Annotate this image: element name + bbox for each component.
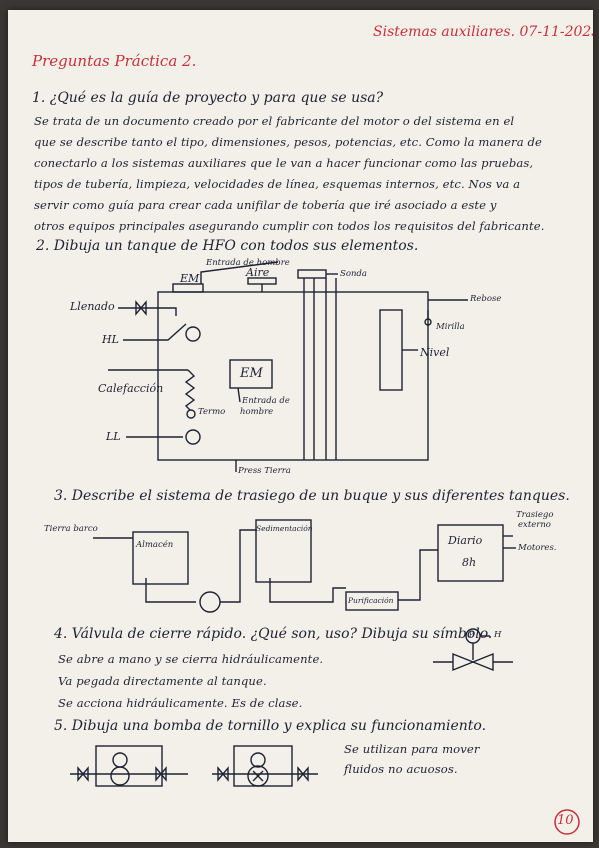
label-transfer-1: Trasiego <box>516 510 554 520</box>
answer-1-line-3: conectarlo a los sistemas auxiliares que… <box>34 156 534 170</box>
question-2: 2. Dibuja un tanque de HFO con todos sus… <box>36 238 419 254</box>
transfer-pump <box>199 591 221 613</box>
screw-pump-drawing-1 <box>70 745 188 787</box>
answer-1-line-2: que se describe tanto el tipo, dimension… <box>34 135 542 149</box>
question-4: 4. Válvula de cierre rápido. ¿Qué son, u… <box>54 626 493 642</box>
hfo-tank-drawing <box>108 261 468 472</box>
question-1: 1. ¿Qué es la guía de proyecto y para qu… <box>32 90 384 106</box>
answer-4-line-1: Se abre a mano y se cierra hidráulicamen… <box>58 652 324 666</box>
label-ll: LL <box>106 430 121 443</box>
label-purifier: Purificación <box>348 596 394 605</box>
notebook-page: Sistemas auxiliares. 07-11-2023 Pregunta… <box>8 10 593 842</box>
practice-title: Preguntas Práctica 2. <box>32 52 197 70</box>
label-heating: Calefacción <box>98 382 164 395</box>
grade-mark: 10 <box>557 813 574 828</box>
manhole-mid <box>229 359 273 389</box>
label-manhole-mid-2: hombre <box>240 407 274 417</box>
purifier <box>345 591 399 611</box>
filling-valve <box>135 300 147 316</box>
label-shore-ship: Tierra barco <box>44 524 98 534</box>
page-header-title: Sistemas auxiliares. 07-11-2023 <box>373 24 593 40</box>
day-tank <box>437 524 504 582</box>
answer-1-line-4: tipos de tubería, limpieza, velocidades … <box>34 177 521 191</box>
transfer-system-drawing <box>93 519 516 613</box>
manhole-top <box>172 283 204 293</box>
answer-1-line-6: otros equipos principales asegurando cum… <box>34 219 545 233</box>
label-transfer-2: externo <box>518 520 551 530</box>
heating-coil <box>184 369 196 411</box>
grade-circle <box>554 809 580 835</box>
label-manhole-mid-1: Entrada de <box>242 396 290 406</box>
drawings-layer <box>70 261 580 835</box>
hl-switch <box>185 326 201 342</box>
label-engines: Motores. <box>518 543 557 553</box>
answer-1-line-1: Se trata de un documento creado por el f… <box>34 114 515 128</box>
thermo-sensor <box>186 409 196 419</box>
storage-tank <box>132 531 189 585</box>
valve-symbol-h: H <box>494 630 502 640</box>
valve-symbol-p: P <box>469 631 474 639</box>
label-sight-glass: Mirilla <box>436 322 465 332</box>
answer-4-line-3: Se acciona hidráulicamente. Es de clase. <box>58 696 303 710</box>
label-settling: Sedimentación <box>256 524 313 533</box>
quick-closing-valve-symbol <box>433 628 513 672</box>
level-gauge <box>379 309 403 391</box>
label-thermo: Termo <box>198 407 226 417</box>
screw-pump-drawing-2 <box>212 745 318 787</box>
answer-5-line-2: fluidos no acuosos. <box>344 762 458 776</box>
answer-5-line-1: Se utilizan para mover <box>344 742 480 756</box>
label-sounding: Sonda <box>340 269 367 279</box>
question-3: 3. Describe el sistema de trasiego de un… <box>54 488 570 504</box>
label-day-tank: Diario <box>448 534 483 547</box>
label-em-top: EM <box>180 272 200 285</box>
label-overflow: Rebose <box>470 294 502 304</box>
label-storage: Almacén <box>136 540 174 550</box>
answer-1-line-5: servir como guía para crear cada unifila… <box>34 198 497 212</box>
label-filling: Llenado <box>70 300 115 313</box>
answer-4-line-2: Va pegada directamente al tanque. <box>58 674 267 688</box>
label-hl: HL <box>102 333 119 346</box>
tank-outline <box>157 291 429 461</box>
label-day-tank-8h: 8h <box>462 556 477 569</box>
label-level: Nivel <box>420 346 450 359</box>
manhole-leader <box>200 261 279 284</box>
label-drain: Press Tierra <box>238 466 291 476</box>
ll-switch <box>185 429 201 445</box>
sounding-cap <box>297 269 327 279</box>
question-5: 5. Dibuja una bomba de tornillo y explic… <box>54 718 487 734</box>
settling-tank <box>255 519 312 583</box>
label-manhole-top: Entrada de hombre <box>206 258 290 268</box>
label-em-mid: EM <box>240 366 263 381</box>
label-air: Aire <box>246 266 270 279</box>
